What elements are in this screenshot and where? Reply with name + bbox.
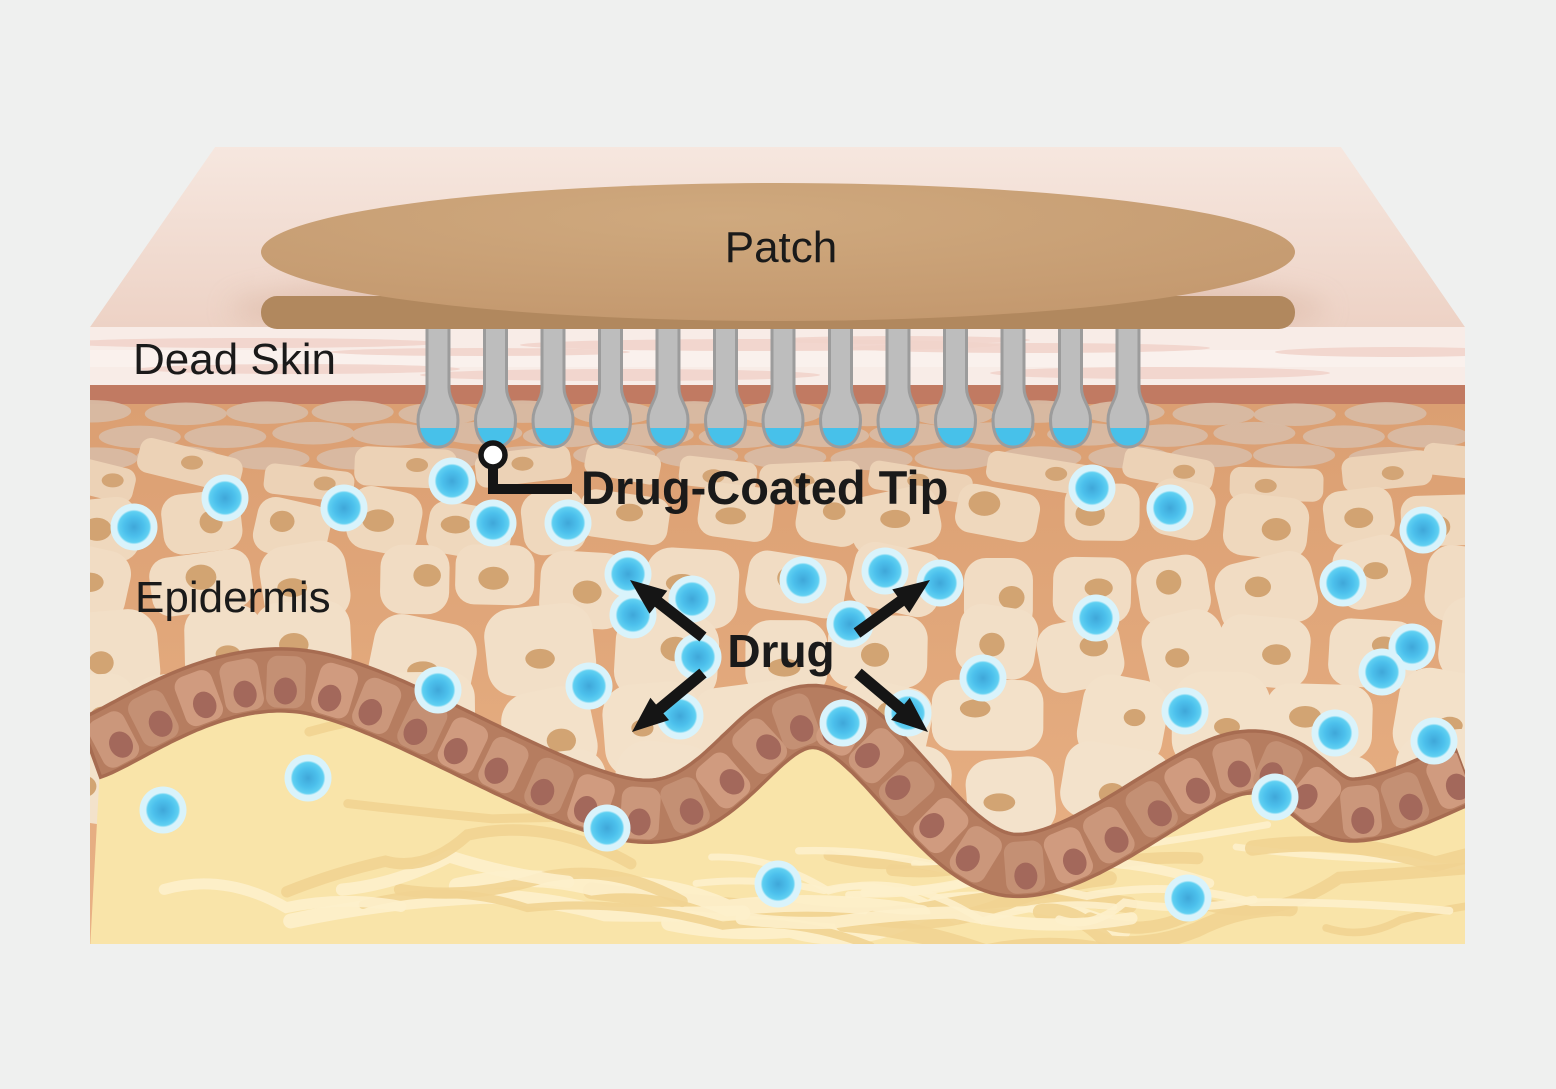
drug-molecule: [1410, 717, 1458, 765]
drug-molecule: [1161, 687, 1209, 735]
drug-molecule: [1146, 484, 1194, 532]
microneedle: [818, 320, 863, 449]
dermis-layer: [90, 707, 1465, 944]
drug-molecule: [861, 547, 909, 595]
drug-diffusion-arrows: [630, 580, 930, 732]
drug-molecule: [1068, 464, 1116, 512]
drug-label: Drug: [727, 625, 834, 677]
dead-skin-label: Dead Skin: [133, 335, 336, 384]
skin-cross-section: [90, 327, 1465, 944]
microneedle: [933, 320, 978, 449]
patch: Patch: [261, 183, 1295, 329]
microneedle: [703, 320, 748, 449]
drug-molecule: [320, 484, 368, 532]
drug-molecule: [544, 499, 592, 547]
drug-molecule: [754, 860, 802, 908]
drug-molecule: [565, 662, 613, 710]
drug-molecule: [583, 804, 631, 852]
drug-molecule: [779, 556, 827, 604]
drug-molecule: [110, 503, 158, 551]
microneedle: [876, 320, 920, 449]
callout-marker-icon: [478, 440, 508, 470]
microneedle: [416, 320, 460, 449]
microneedle: [1048, 320, 1093, 449]
drug-molecule: [428, 457, 476, 505]
drug-molecule: [201, 474, 249, 522]
microneedle: [991, 320, 1035, 449]
microneedle: [588, 320, 633, 449]
drug-molecule: [1358, 648, 1406, 696]
drug-molecule: [668, 575, 716, 623]
drug-molecule: [1164, 874, 1212, 922]
patch-label: Patch: [725, 223, 838, 272]
drug-coated-tip-callout: Drug-Coated Tip: [478, 440, 948, 514]
drug-molecule: [959, 654, 1007, 702]
drug-molecule: [284, 754, 332, 802]
drug-molecule: [674, 633, 722, 681]
drug-molecule: [139, 786, 187, 834]
drug-molecule: [1319, 559, 1367, 607]
drug-molecule: [819, 699, 867, 747]
drug-molecule: [1251, 773, 1299, 821]
microneedle: [646, 320, 690, 449]
microneedle-array: [416, 320, 1150, 449]
callout-line: [488, 467, 572, 494]
patch-body: [261, 183, 1295, 321]
drug-molecule: [469, 499, 517, 547]
microneedle: [761, 320, 805, 449]
epidermis-label: Epidermis: [135, 573, 331, 622]
drug-molecule: [1311, 709, 1359, 757]
drug-coated-tip-label: Drug-Coated Tip: [581, 461, 948, 514]
drug-molecule: [916, 559, 964, 607]
drug-molecule: [1399, 506, 1447, 554]
microneedle: [1106, 320, 1150, 449]
drug-molecule: [414, 666, 462, 714]
microneedle: [531, 320, 575, 449]
drug-molecule: [1072, 594, 1120, 642]
